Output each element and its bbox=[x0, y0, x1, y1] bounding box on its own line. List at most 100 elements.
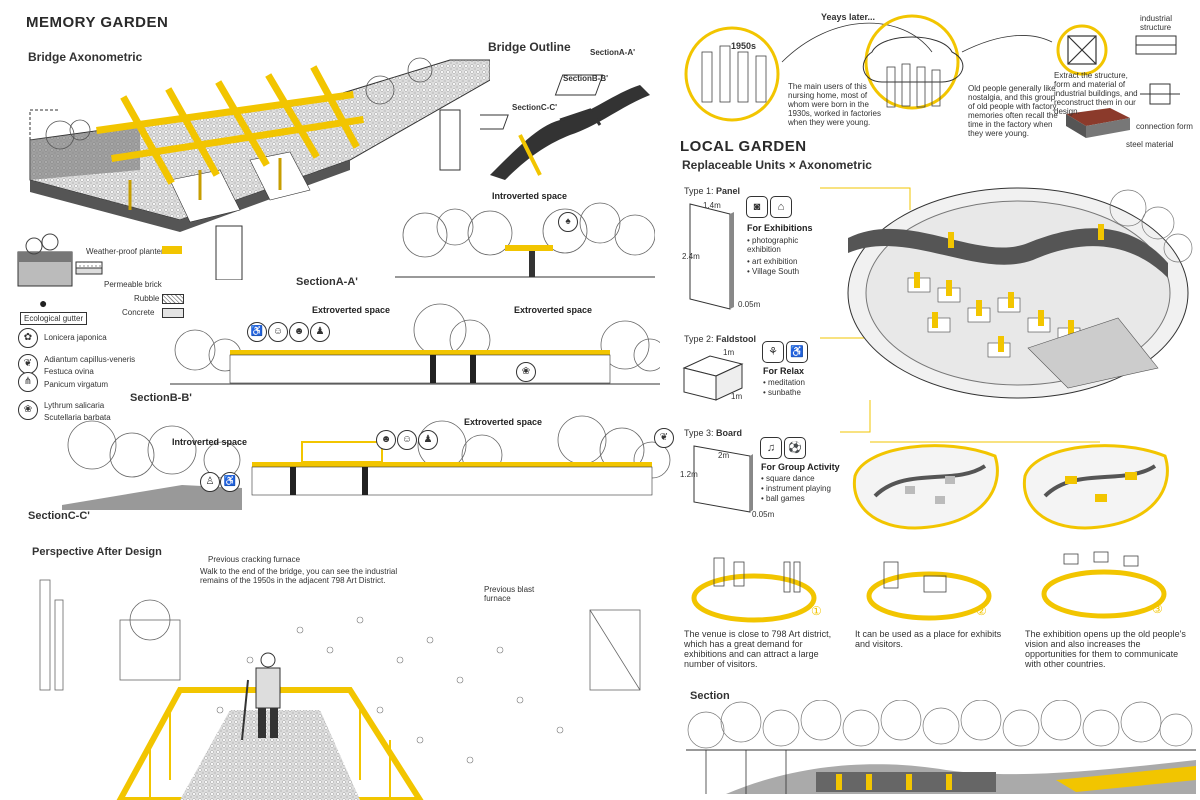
bottom-section-drawing bbox=[686, 700, 1196, 794]
type1-item-2: • art exhibition bbox=[747, 257, 798, 266]
plant-4: Panicum virgatum bbox=[44, 380, 109, 389]
type3-heading: Type 3: Board bbox=[684, 428, 743, 438]
type3-item-1: • square dance bbox=[761, 474, 815, 483]
story-text-3: Extract the structure, form and material… bbox=[1054, 71, 1138, 116]
easel-icon: ⌂ bbox=[770, 196, 792, 218]
faldstool-unit-drawing bbox=[682, 355, 744, 401]
walk-note: Walk to the end of the bridge, you can s… bbox=[200, 567, 398, 585]
type3-use: For Group Activity bbox=[761, 462, 840, 472]
plant-1: Lonicera japonica bbox=[44, 333, 107, 342]
material-concrete: Concrete bbox=[122, 308, 155, 317]
group-icon: ☻ bbox=[376, 430, 396, 450]
flower-icon: ❀ bbox=[516, 362, 536, 382]
story-text-2: Old people generally like nostalgia, and… bbox=[968, 84, 1058, 138]
wheelchair-icon: ♿ bbox=[247, 322, 267, 342]
type1-heading: Type 1: Panel bbox=[684, 186, 741, 196]
local-garden-axonometric bbox=[847, 187, 1193, 399]
story-year: 1950s bbox=[731, 41, 757, 51]
extroverted-label-b2: Extroverted space bbox=[514, 305, 593, 315]
layout-variants-drawing bbox=[852, 444, 1169, 530]
perspective-drawing bbox=[39, 579, 641, 800]
section-a-title: SectionA-A' bbox=[296, 276, 358, 288]
bridge-outline-drawing bbox=[480, 74, 650, 180]
board-height: 1.2m bbox=[680, 470, 698, 479]
type1-item-3: • Village South bbox=[747, 267, 800, 276]
steel-material-label: steel material bbox=[1126, 140, 1174, 149]
story-later: Yeays later... bbox=[821, 12, 876, 22]
local-garden-title: LOCAL GARDEN bbox=[680, 138, 807, 155]
type2-use: For Relax bbox=[763, 366, 805, 376]
board-unit-drawing bbox=[693, 445, 753, 513]
material-permeable: Permeable brick bbox=[104, 280, 162, 289]
faldstool-width: 1m bbox=[723, 348, 735, 357]
introverted-label-a: Introverted space bbox=[492, 191, 568, 201]
plant-6: Scutellaria barbata bbox=[44, 413, 111, 422]
ecological-gutter-label: Ecological gutter bbox=[20, 312, 88, 325]
grass-icon: ⋔ bbox=[18, 372, 38, 392]
flower-icon: ❀ bbox=[18, 400, 38, 420]
type3-item-2: • instrument playing bbox=[761, 484, 831, 493]
swatch-rubble bbox=[162, 294, 184, 304]
introverted-label-c: Introverted space bbox=[172, 437, 248, 447]
panel-width: 1.4m bbox=[703, 201, 721, 210]
section-c-drawing bbox=[62, 415, 671, 510]
industrial-structure-drawing bbox=[1056, 24, 1180, 138]
type3-item-3: • ball games bbox=[761, 494, 805, 503]
type1-use: For Exhibitions bbox=[747, 223, 813, 233]
plant-5: Lythrum salicaria bbox=[44, 401, 105, 410]
panel-height: 2.4m bbox=[682, 252, 700, 261]
planter-detail-drawing bbox=[17, 233, 103, 287]
type2-item-1: • meditation bbox=[763, 378, 805, 387]
faldstool-depth: 1m bbox=[731, 392, 743, 401]
bottom-section-title: Section bbox=[690, 690, 730, 702]
memory-garden-title: MEMORY GARDEN bbox=[26, 14, 169, 31]
story-text-1: The main users of this nursing home, mos… bbox=[788, 82, 881, 127]
type1-item-1: • photographic exhibition bbox=[747, 236, 799, 254]
blast-furnace-label: Previous blast furnace bbox=[484, 585, 535, 603]
scenario-1-text: The venue is close to 798 Art district, … bbox=[684, 629, 832, 669]
scenario-3-number: ③ bbox=[1152, 602, 1163, 616]
story-strip-drawing bbox=[684, 14, 1053, 122]
scenario-2-number: ② bbox=[976, 604, 987, 618]
honeysuckle-icon: ✿ bbox=[18, 328, 38, 348]
replaceable-units-title: Replaceable Units × Axonometric bbox=[682, 158, 872, 172]
fern-icon: ❦ bbox=[654, 428, 674, 448]
type2-heading: Type 2: Faldstool bbox=[684, 334, 757, 344]
board-depth: 0.05m bbox=[752, 510, 775, 519]
bridge-axonometric-title: Bridge Axonometric bbox=[28, 50, 143, 64]
people-icon: ☺ bbox=[397, 430, 417, 450]
extroverted-label-b1: Extroverted space bbox=[312, 305, 391, 315]
cracking-furnace-label: Previous cracking furnace bbox=[208, 555, 301, 564]
reading-icon: ♠ bbox=[558, 212, 578, 232]
people-icon: ☺ bbox=[268, 322, 288, 342]
connection-form-label: connection form bbox=[1136, 122, 1193, 131]
seat-icon: ♟ bbox=[310, 322, 330, 342]
water-drop-icon: ● bbox=[39, 295, 48, 311]
swatch-weatherproof bbox=[162, 246, 182, 254]
section-c-title: SectionC-C' bbox=[28, 510, 90, 522]
panel-depth: 0.05m bbox=[738, 300, 761, 309]
wheelchair-icon: ♿ bbox=[220, 472, 240, 492]
scenarios-drawing bbox=[691, 551, 1167, 623]
scenario-2-text: It can be used as a place for exhibits a… bbox=[855, 629, 1002, 649]
section-a-drawing bbox=[395, 202, 655, 278]
group-icon: ☻ bbox=[289, 322, 309, 342]
outline-label-b: SectionB-B' bbox=[563, 74, 609, 83]
camera-icon: ◙ bbox=[746, 196, 768, 218]
section-b-title: SectionB-B' bbox=[130, 392, 192, 404]
wheelchair-icon: ♿ bbox=[786, 341, 808, 363]
plant-3: Festuca ovina bbox=[44, 367, 94, 376]
ball-icon: ⚽ bbox=[784, 437, 806, 459]
dance-icon: ♫ bbox=[760, 437, 782, 459]
swatch-concrete bbox=[162, 308, 184, 318]
section-b-drawing bbox=[170, 303, 660, 385]
fern-icon: ❦ bbox=[18, 354, 38, 374]
board-width: 2m bbox=[718, 451, 730, 460]
scenario-3-text: The exhibition opens up the old people's… bbox=[1025, 629, 1186, 669]
extroverted-label-c: Extroverted space bbox=[464, 417, 543, 427]
panel-unit-drawing bbox=[689, 203, 734, 310]
walking-icon: ♙ bbox=[200, 472, 220, 492]
material-rubble: Rubble bbox=[134, 294, 160, 303]
type2-item-2: • sunbathe bbox=[763, 388, 801, 397]
